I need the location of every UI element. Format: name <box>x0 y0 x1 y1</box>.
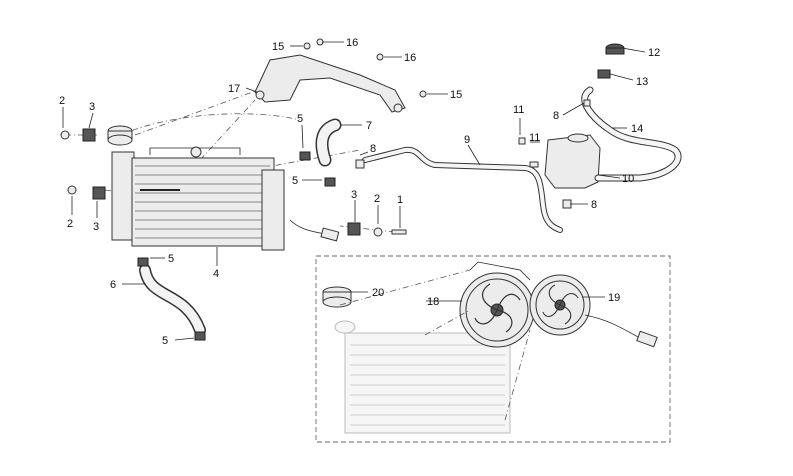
callout-labels: 1 2 2 2 3 3 3 4 5 5 5 5 6 7 8 8 8 9 10 1… <box>59 37 660 347</box>
callout-4: 4 <box>213 268 219 280</box>
bracket-17 <box>254 54 406 113</box>
callout-19: 19 <box>608 292 620 304</box>
callout-11b: 11 <box>529 132 540 144</box>
pipe-9 <box>362 146 563 233</box>
clamp-13 <box>597 69 611 79</box>
callout-7: 7 <box>366 120 372 132</box>
hose-7 <box>315 118 342 167</box>
callout-8c: 8 <box>591 199 597 211</box>
inset-frame <box>315 255 671 443</box>
inset-radiator <box>334 320 511 434</box>
callout-15b: 15 <box>450 89 462 101</box>
reservoir-tank-10 <box>544 133 601 189</box>
callout-3a: 3 <box>89 101 95 113</box>
callout-6: 6 <box>110 279 116 291</box>
callout-8a: 8 <box>370 143 376 155</box>
hose-14 <box>581 86 682 182</box>
leader-lines <box>62 41 646 341</box>
callout-3c: 3 <box>351 189 357 201</box>
callout-18: 18 <box>427 296 439 308</box>
fan-19 <box>529 274 658 348</box>
callout-9: 9 <box>464 134 470 146</box>
callout-5a: 5 <box>297 113 303 125</box>
radiator-4 <box>111 146 285 251</box>
fan-18 <box>459 261 535 348</box>
hardware <box>60 38 591 341</box>
callout-17: 17 <box>228 83 240 95</box>
radiator-cap <box>107 125 133 146</box>
hose-6 <box>139 264 206 336</box>
callout-5b: 5 <box>292 175 298 187</box>
callout-11a: 11 <box>513 104 524 116</box>
callout-8b: 8 <box>553 110 559 122</box>
cap-20 <box>322 286 352 308</box>
callout-10: 10 <box>622 173 634 185</box>
callout-12: 12 <box>648 47 660 59</box>
callout-16a: 16 <box>346 37 358 49</box>
callout-1: 1 <box>397 194 403 206</box>
callout-3b: 3 <box>93 221 99 233</box>
callout-2c: 2 <box>374 193 380 205</box>
callout-16b: 16 <box>404 52 416 64</box>
callout-5d: 5 <box>162 335 168 347</box>
callout-2a: 2 <box>59 95 65 107</box>
callout-2b: 2 <box>67 218 73 230</box>
callout-14: 14 <box>631 123 643 135</box>
callout-15a: 15 <box>272 41 284 53</box>
callout-13: 13 <box>636 76 648 88</box>
cap-12 <box>605 43 625 55</box>
callout-20: 20 <box>372 287 384 299</box>
callout-5c: 5 <box>168 253 174 265</box>
